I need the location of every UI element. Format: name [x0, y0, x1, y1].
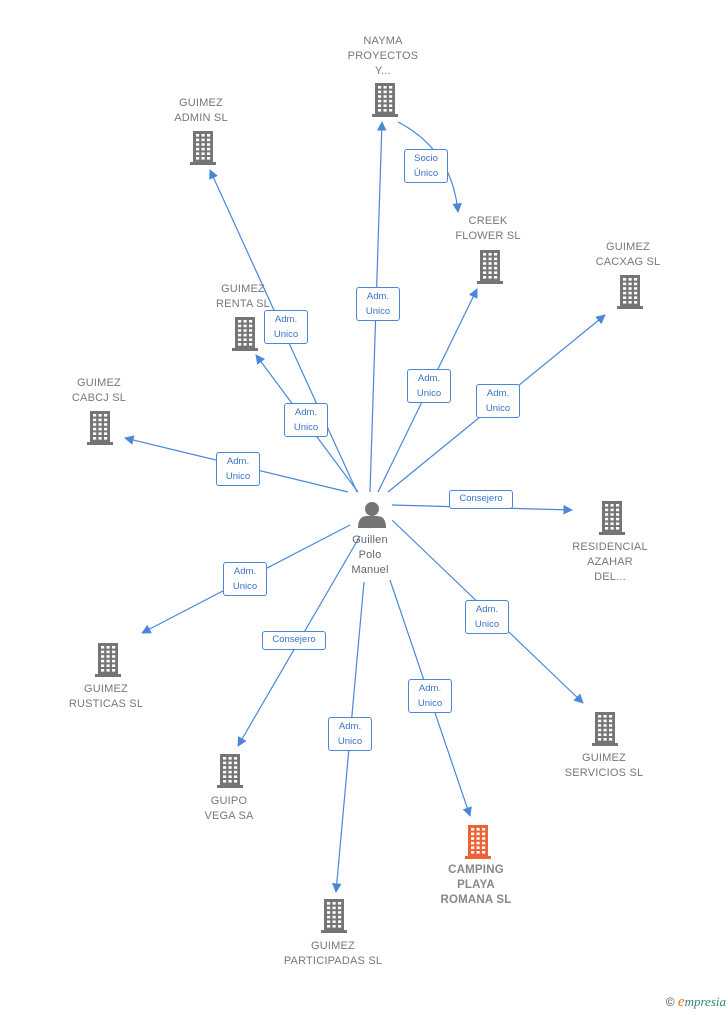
node-label-creek[interactable]: CREEK FLOWER SL: [455, 215, 521, 242]
edge-label-center-to-camping[interactable]: Adm. Unico: [408, 679, 452, 713]
node-label-rusticas[interactable]: GUIMEZ RUSTICAS SL: [68, 683, 144, 710]
node-label-servicios[interactable]: GUIMEZ SERVICIOS SL: [564, 752, 644, 779]
edge-label-center-to-rusticas[interactable]: Adm. Unico: [223, 562, 267, 596]
building-icon[interactable]: [592, 712, 618, 746]
node-label-participadas[interactable]: GUIMEZ PARTICIPADAS SL: [283, 940, 383, 967]
node-label-nayma[interactable]: NAYMA PROYECTOS Y...: [347, 35, 419, 77]
building-icon[interactable]: [232, 317, 258, 351]
building-icon[interactable]: [190, 131, 216, 165]
edge-label-center-to-renta[interactable]: Adm. Unico: [284, 403, 328, 437]
building-icon[interactable]: [477, 250, 503, 284]
brand-name: mpresia: [684, 994, 726, 1009]
building-icon[interactable]: [599, 501, 625, 535]
building-icon[interactable]: [617, 275, 643, 309]
edge-label-center-to-servicios[interactable]: Adm. Unico: [465, 600, 509, 634]
edge-label-center-to-participadas[interactable]: Adm. Unico: [328, 717, 372, 751]
copyright-symbol: ©: [665, 995, 675, 1009]
node-label-guipo[interactable]: GUIPO VEGA SA: [204, 795, 254, 822]
building-icon[interactable]: [465, 825, 491, 859]
building-icon[interactable]: [87, 411, 113, 445]
edge-label-nayma-to-creek[interactable]: Socio Único: [404, 149, 448, 183]
node-label-center-person[interactable]: Guillen Polo Manuel: [351, 534, 389, 576]
icon-layer: [87, 83, 643, 933]
building-icon[interactable]: [217, 754, 243, 788]
node-label-cacxag[interactable]: GUIMEZ CACXAG SL: [595, 241, 661, 268]
node-label-camping[interactable]: CAMPING PLAYA ROMANA SL: [440, 864, 512, 906]
building-icon[interactable]: [95, 643, 121, 677]
edge-label-center-to-creek[interactable]: Adm. Unico: [407, 369, 451, 403]
edge-label-center-to-residencial[interactable]: Consejero: [449, 490, 513, 509]
edge-label-center-to-guipo[interactable]: Consejero: [262, 631, 326, 650]
person-icon[interactable]: [358, 502, 386, 528]
footer-brand[interactable]: © empresia: [666, 994, 726, 1011]
node-label-renta[interactable]: GUIMEZ RENTA SL: [216, 283, 270, 310]
node-label-cabcj[interactable]: GUIMEZ CABCJ SL: [71, 377, 127, 404]
edge-label-center-to-cabcj[interactable]: Adm. Unico: [216, 452, 260, 486]
node-label-guimez-admin[interactable]: GUIMEZ ADMIN SL: [174, 97, 228, 124]
brand-logo-initial: e: [677, 994, 685, 1010]
building-icon[interactable]: [372, 83, 398, 117]
node-label-residencial[interactable]: RESIDENCIAL AZAHAR DEL...: [572, 541, 648, 583]
building-icon[interactable]: [321, 899, 347, 933]
edge-label-center-to-guimez-admin[interactable]: Adm. Unico: [264, 310, 308, 344]
edge-label-center-to-cacxag[interactable]: Adm. Unico: [476, 384, 520, 418]
edge-label-center-to-nayma[interactable]: Adm. Unico: [356, 287, 400, 321]
